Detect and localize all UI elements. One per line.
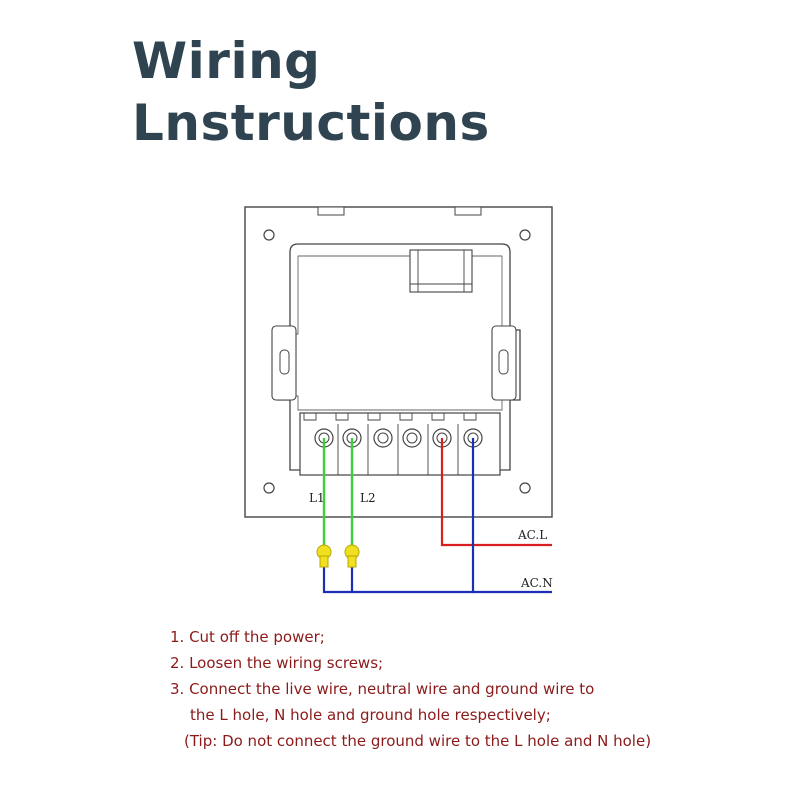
instruction-step-2: 2. Loosen the wiring screws; xyxy=(170,654,384,672)
connector-l2 xyxy=(344,544,360,568)
terminal-screw-3-inner xyxy=(377,432,389,444)
mount-hole-top-left xyxy=(263,229,275,241)
top-connector xyxy=(409,249,473,293)
label-l2: L2 xyxy=(360,491,376,505)
plate-notch-left xyxy=(317,206,345,216)
instruction-list: 1. Cut off the power; 2. Loosen the wiri… xyxy=(170,624,651,754)
terminal-screw-4-inner xyxy=(406,432,418,444)
terminal-ridges xyxy=(303,413,477,421)
instruction-tip: (Tip: Do not connect the ground wire to … xyxy=(184,732,652,750)
mount-hole-bottom-left xyxy=(263,482,275,494)
plate-notch-right xyxy=(454,206,482,216)
label-l1: L1 xyxy=(309,491,325,505)
mount-hole-top-right xyxy=(519,229,531,241)
side-clip-slot-left xyxy=(279,349,290,375)
title-line-2: Lnstructions xyxy=(132,94,490,152)
instruction-step-3: 3. Connect the live wire, neutral wire a… xyxy=(170,680,595,698)
terminal-dividers xyxy=(337,424,459,475)
blue-wire-jumper xyxy=(322,566,473,594)
label-ac-l: AC.L xyxy=(517,528,547,542)
title-line-1: Wiring xyxy=(132,32,321,90)
instruction-step-3-continued: the L hole, N hole and ground hole respe… xyxy=(190,706,551,724)
mount-hole-bottom-right xyxy=(519,482,531,494)
page-title: Wiring Lnstructions xyxy=(132,30,490,154)
connector-l1 xyxy=(316,544,332,568)
red-wire-ac-l xyxy=(440,438,552,547)
label-ac-n: AC.N xyxy=(520,576,553,590)
side-clip-slot-right xyxy=(498,349,509,375)
instruction-step-1: 1. Cut off the power; xyxy=(170,628,325,646)
